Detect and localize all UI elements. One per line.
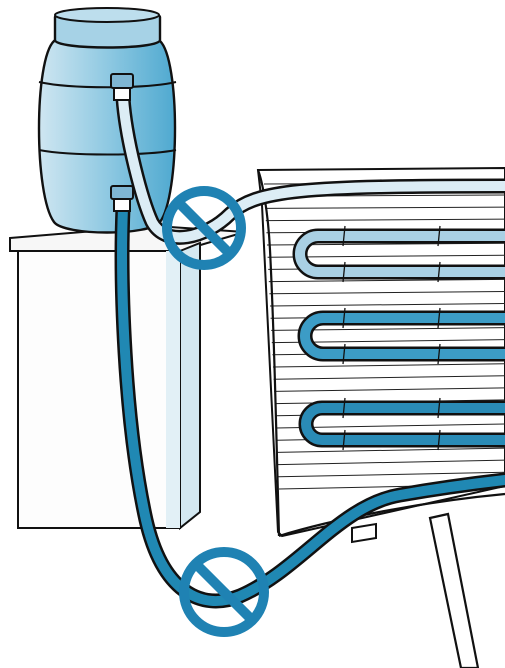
stand-front [18,251,180,528]
bottom-fitting-nut [111,186,133,199]
top-fitting-nut [111,74,133,88]
bottom-fitting-collar [114,199,130,211]
barrel-body [39,41,175,233]
barrel-lid-top [55,8,159,22]
bottom-fitting [111,186,133,211]
top-fitting-collar [114,88,130,100]
panel-leg [430,514,478,668]
top-fitting [111,74,133,100]
panel-foot [352,524,376,542]
barrel [39,8,176,233]
stand-side [180,243,200,528]
stand-side-shade [166,251,180,528]
